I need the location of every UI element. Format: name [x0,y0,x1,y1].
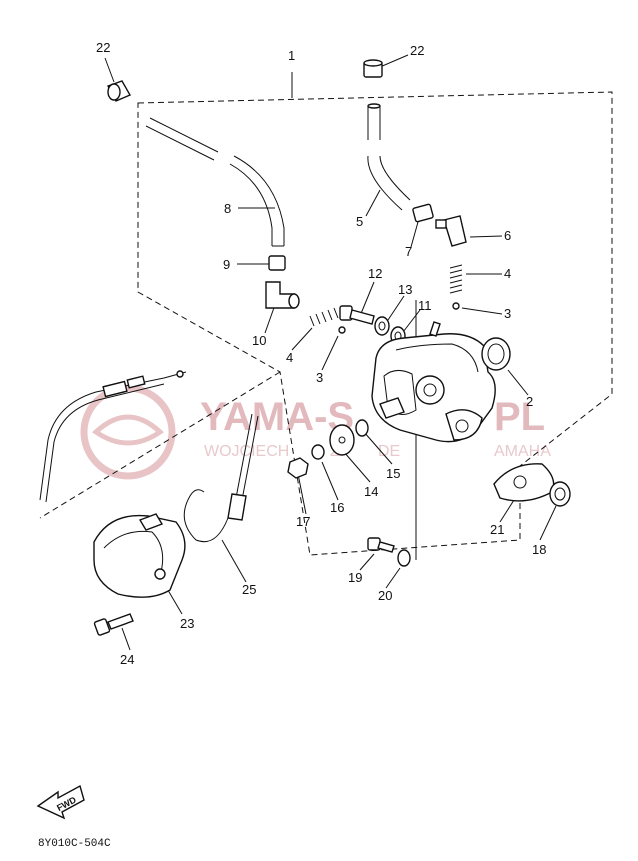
part-7-fitting [412,203,434,223]
callout-3-left: 3 [316,370,323,385]
callout-8: 8 [224,201,231,216]
watermark-sub-right: DE [378,443,400,460]
callout-1: 1 [288,48,295,63]
callout-20: 20 [378,588,392,603]
part-3-ball-right [452,302,460,310]
callout-16: 16 [330,500,344,515]
callout-14: 14 [364,484,378,499]
watermark-sub-end: AMAHA [494,443,551,460]
callout-4-left: 4 [286,350,293,365]
part-10-elbow [265,281,300,309]
part-19-bolt [367,537,395,553]
part-4-spring-left [309,307,339,327]
watermark-main-end: PL [494,395,545,439]
part-18-oring [549,481,571,507]
part-17-nut [287,457,309,479]
callout-4-right: 4 [504,266,511,281]
diagram-code: 8Y010C-504C [38,838,111,850]
callout-3-right: 3 [504,306,511,321]
callout-6: 6 [504,228,511,243]
callout-25: 25 [242,582,256,597]
part-9-fitting [268,255,286,271]
part-8-hose [145,117,285,247]
callout-15: 15 [386,466,400,481]
assembly-boundary [39,72,613,556]
callouts: 22 22 1 8 9 10 5 7 6 12 13 11 4 3 4 3 2 … [96,40,546,667]
watermark-main: YAMA-S [200,395,354,439]
callout-11: 11 [418,298,432,313]
callout-7: 7 [405,244,412,259]
callout-5: 5 [356,214,363,229]
part-16-washer [311,444,325,460]
oil-pump-body [371,321,496,443]
part-22-left [107,80,131,102]
part-2-seal [481,337,511,371]
part-20-washer [397,549,411,567]
callout-10: 10 [252,333,266,348]
callout-19: 19 [348,570,362,585]
callout-21: 21 [490,522,504,537]
part-21-gasket [493,463,555,502]
callout-18: 18 [532,542,546,557]
watermark-sub-left: WOJCIECH [204,443,289,460]
callout-12: 12 [368,266,382,281]
callout-2: 2 [526,394,533,409]
part-24-screw [93,613,134,636]
pump-cable [39,370,187,503]
part-5-hose [367,103,411,211]
callout-13: 13 [398,282,412,297]
callout-17: 17 [296,514,310,529]
part-25-cable [183,413,259,543]
part-12-bolt [339,305,375,325]
callout-23: 23 [180,616,194,631]
part-22-right [363,59,383,78]
fwd-arrow-icon: FWD [36,784,85,820]
callout-9: 9 [223,257,230,272]
part-23-cover [93,513,186,598]
part-15-washer [355,419,369,437]
part-6-elbow [435,215,467,247]
part-3-ball-left [338,326,346,334]
callout-22-left: 22 [96,40,110,55]
callout-22-right: 22 [410,43,424,58]
part-13-washer [374,316,390,336]
part-4-spring-right [449,264,463,294]
part-14-plate [329,424,355,456]
callout-24: 24 [120,652,134,667]
